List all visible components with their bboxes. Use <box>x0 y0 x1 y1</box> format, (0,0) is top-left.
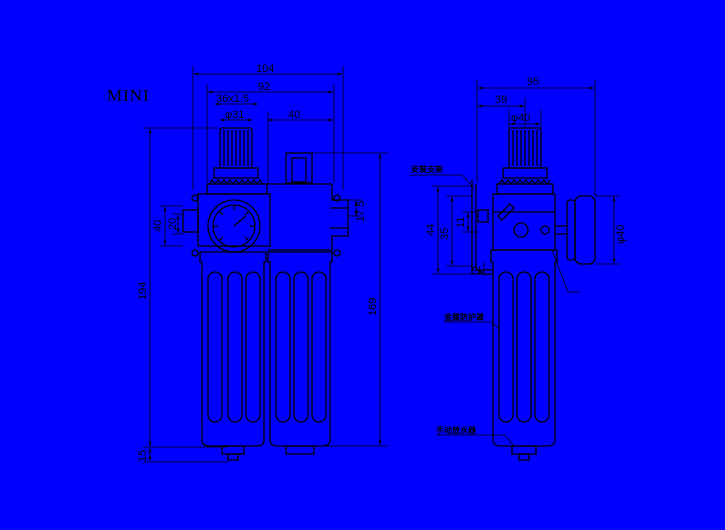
lubricator-top <box>268 152 349 251</box>
dim-40-height: 40 <box>152 220 164 232</box>
mounting-bracket <box>471 180 493 275</box>
side-view <box>471 127 596 461</box>
dim-11: 11 <box>455 217 467 228</box>
side-knob <box>496 127 554 195</box>
dim-169: 169 <box>367 298 379 316</box>
dim-dia-31: φ31 <box>225 109 244 121</box>
dim-thread: 36x1.5 <box>216 93 249 105</box>
dim-20: 20 <box>167 218 179 230</box>
front-view <box>182 127 349 461</box>
label-guard: 金属防护罩 <box>443 312 484 322</box>
regulator-knob <box>206 127 268 195</box>
dim-95: 95 <box>527 76 539 88</box>
front-dimensions <box>143 66 388 463</box>
dim-35: 35 <box>439 228 451 240</box>
side-bowl <box>490 249 558 461</box>
front-dimension-labels: 104 92 36x1.5 φ31 40 40 20 194 169 17.5 … <box>137 63 379 462</box>
dim-17-5: 17.5 <box>355 201 367 222</box>
pressure-gauge <box>207 199 261 253</box>
filter-bowl-left <box>199 251 267 461</box>
left-port <box>182 209 199 233</box>
drawing-title: MINI <box>107 86 150 105</box>
label-bracket: 安装支架 <box>411 164 443 174</box>
dim-194: 194 <box>137 282 149 300</box>
dim-44: 44 <box>425 224 437 236</box>
dim-104: 104 <box>256 63 274 75</box>
lubricator-bowl-right <box>267 251 333 455</box>
dim-side-dia-40: φ40 <box>511 112 530 124</box>
dim-15: 15 <box>137 450 149 462</box>
side-body <box>492 193 556 251</box>
side-dimension-labels: 95 39 φ40 44 35 11 2 φ40 安装支架 金属防护罩 手动放水… <box>411 76 627 435</box>
side-gauge <box>555 195 596 265</box>
side-dimensions <box>410 80 620 447</box>
dim-2: 2 <box>471 266 483 272</box>
dim-gauge-dia-40: φ40 <box>615 225 627 244</box>
dim-39: 39 <box>495 94 507 106</box>
label-drain: 手动放水器 <box>436 425 477 435</box>
dim-40-width: 40 <box>288 109 300 121</box>
dim-92: 92 <box>258 81 270 93</box>
